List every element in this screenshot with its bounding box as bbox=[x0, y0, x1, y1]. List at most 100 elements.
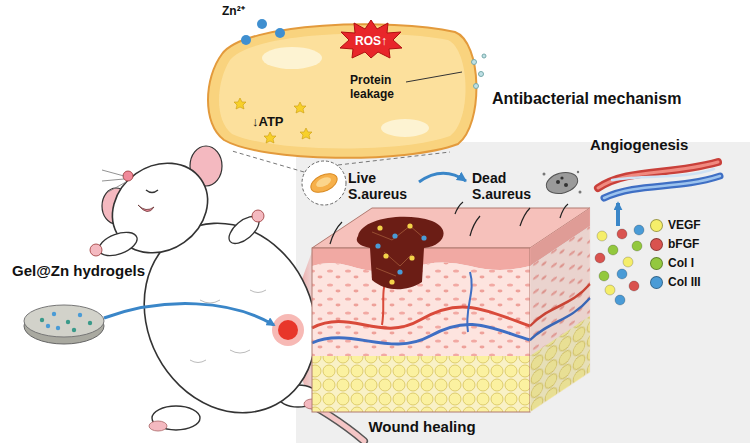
skin-block: Wound healing bbox=[312, 208, 590, 440]
skin-block-part bbox=[375, 243, 380, 248]
skin-block-part bbox=[397, 269, 402, 274]
wound-spot bbox=[278, 320, 298, 340]
panel-title: Wound healing bbox=[368, 418, 475, 435]
growth-factor-dots-part bbox=[617, 229, 627, 239]
rat-figure-part bbox=[102, 170, 126, 192]
skin-block-part bbox=[392, 233, 397, 238]
skin-block-part-part bbox=[530, 208, 590, 412]
legend-row: Col I bbox=[650, 254, 701, 273]
rat-figure-part bbox=[123, 171, 133, 181]
growth-factor-dots-part bbox=[597, 231, 607, 241]
panel-title-holder: Angiogenesis bbox=[590, 136, 688, 154]
bacterium-cell-outline-part bbox=[482, 54, 486, 58]
skin-block-part bbox=[409, 255, 414, 260]
bacterium-cell-outline-part bbox=[406, 72, 462, 82]
rat-figure-part bbox=[190, 290, 266, 363]
bacterium-cell-outline-part bbox=[262, 47, 322, 69]
legend-text: bFGF bbox=[668, 238, 699, 252]
effect-label-holder: ↓ATP bbox=[252, 112, 284, 130]
apply-arrow bbox=[104, 304, 274, 325]
skin-block-part bbox=[383, 253, 388, 258]
bacterium-cell-outline-part bbox=[241, 35, 251, 45]
rat-figure-part bbox=[95, 145, 225, 271]
bacterium-cell-outline-part bbox=[479, 72, 484, 77]
rat-figure-part bbox=[146, 190, 158, 193]
bacterium-cell-outline-part bbox=[208, 24, 476, 157]
bacteria-label-holder: Dead S.aureus bbox=[472, 170, 534, 203]
skin-block-part bbox=[530, 208, 590, 412]
legend: VEGFbFGFCol ICol III bbox=[650, 216, 701, 292]
bacterium-cell-outline-part bbox=[294, 102, 306, 113]
panel-title: Angiogenesis bbox=[590, 136, 688, 153]
hydrogel-disc-outline-part bbox=[78, 313, 82, 317]
live-bacterium-outline-part bbox=[302, 161, 346, 205]
legend-row: bFGF bbox=[650, 235, 701, 254]
skin-block-part bbox=[389, 279, 394, 284]
dead-bacterium: Dead S.aureus bbox=[468, 158, 583, 204]
ros-burst: ROS↑ bbox=[340, 20, 404, 58]
dead-bacterium-outline-part bbox=[556, 180, 560, 184]
skin-block-part bbox=[372, 226, 424, 276]
dead-bacterium-outline-part bbox=[560, 176, 563, 179]
bacteria-label: Dead S.aureus bbox=[472, 170, 534, 202]
bacterium-cell-outline-part bbox=[234, 98, 246, 109]
ros-burst-outline-part bbox=[340, 20, 402, 58]
skin-block-part bbox=[421, 235, 426, 240]
rat-figure-part bbox=[138, 205, 154, 212]
growth-factor-dots-part bbox=[634, 225, 644, 235]
legend-text: VEGF bbox=[668, 219, 701, 233]
ros-label-holder: ROS↑ bbox=[340, 31, 402, 49]
effect-label: Protein leakage bbox=[350, 74, 414, 102]
bacterium-cell-outline-part bbox=[381, 119, 429, 137]
legend-row: VEGF bbox=[650, 216, 701, 235]
hydrogel-disc-outline-part bbox=[24, 305, 104, 337]
bacterium-cell-outline-part bbox=[264, 132, 276, 143]
growth-factor-dots-part bbox=[632, 241, 642, 251]
ion-label: Zn²⁺ bbox=[222, 5, 245, 19]
growth-factor-dots-part bbox=[629, 281, 639, 291]
hydrogel-disc-outline-part bbox=[40, 318, 44, 322]
skin-block bbox=[312, 202, 590, 412]
rat-figure-part bbox=[272, 314, 304, 346]
dead-bacterium-outline-part bbox=[579, 191, 582, 194]
bacterium-cell-outline bbox=[200, 16, 485, 162]
legend-swatch bbox=[650, 238, 663, 251]
rat-figure-part bbox=[96, 228, 140, 260]
material-label-holder: Gel@Zn hydrogels bbox=[12, 262, 145, 280]
heading-holder: Antibacterial mechanism bbox=[492, 90, 681, 108]
growth-factor-dots bbox=[595, 225, 644, 305]
legend-text: Col I bbox=[668, 257, 694, 271]
promote-arrow bbox=[616, 203, 620, 226]
hydrogel-disc-outline-part bbox=[46, 324, 50, 328]
bacterium-cell-outline-part bbox=[257, 19, 267, 29]
dead-bacterium-outline-part bbox=[577, 171, 579, 173]
bacteria-label: Live S.aureus bbox=[348, 170, 414, 202]
hydrogel-disc-outline-part bbox=[52, 312, 56, 316]
rat-figure-part bbox=[149, 421, 167, 431]
panel-title-holder: Wound healing bbox=[342, 418, 502, 436]
bacterium-cell-outline-part bbox=[474, 84, 479, 89]
growth-factor-dots-part bbox=[599, 271, 609, 281]
live-bacterium: Live S.aureus bbox=[300, 156, 418, 208]
skin-block-part bbox=[312, 324, 530, 344]
rat-figure-part bbox=[90, 244, 102, 256]
bacterium-cell-outline-part bbox=[300, 128, 312, 139]
dead-bacterium-outline-part bbox=[564, 183, 568, 187]
hydrogel-disc-outline-part bbox=[56, 326, 60, 330]
growth-factor-dots-part bbox=[623, 257, 633, 267]
effect-label: ↓ATP bbox=[252, 115, 284, 130]
angiogenesis-vessels: Angiogenesis bbox=[586, 136, 726, 200]
angiogenesis-vessels-outline-part bbox=[612, 169, 714, 180]
skin-block-part bbox=[312, 356, 530, 412]
wound bbox=[357, 217, 444, 289]
bacterium-cell-outline-part bbox=[219, 34, 466, 149]
skin-block-part bbox=[407, 223, 412, 228]
growth-factor-dots-part bbox=[617, 269, 627, 279]
section-heading: Antibacterial mechanism bbox=[492, 90, 681, 108]
hydrogel-disc-outline-part bbox=[88, 321, 92, 325]
bacteria-label-holder: Live S.aureus bbox=[348, 170, 414, 203]
dead-bacterium-outline-part bbox=[544, 169, 580, 197]
background-panel bbox=[296, 142, 750, 443]
kill-arrow bbox=[419, 173, 466, 182]
